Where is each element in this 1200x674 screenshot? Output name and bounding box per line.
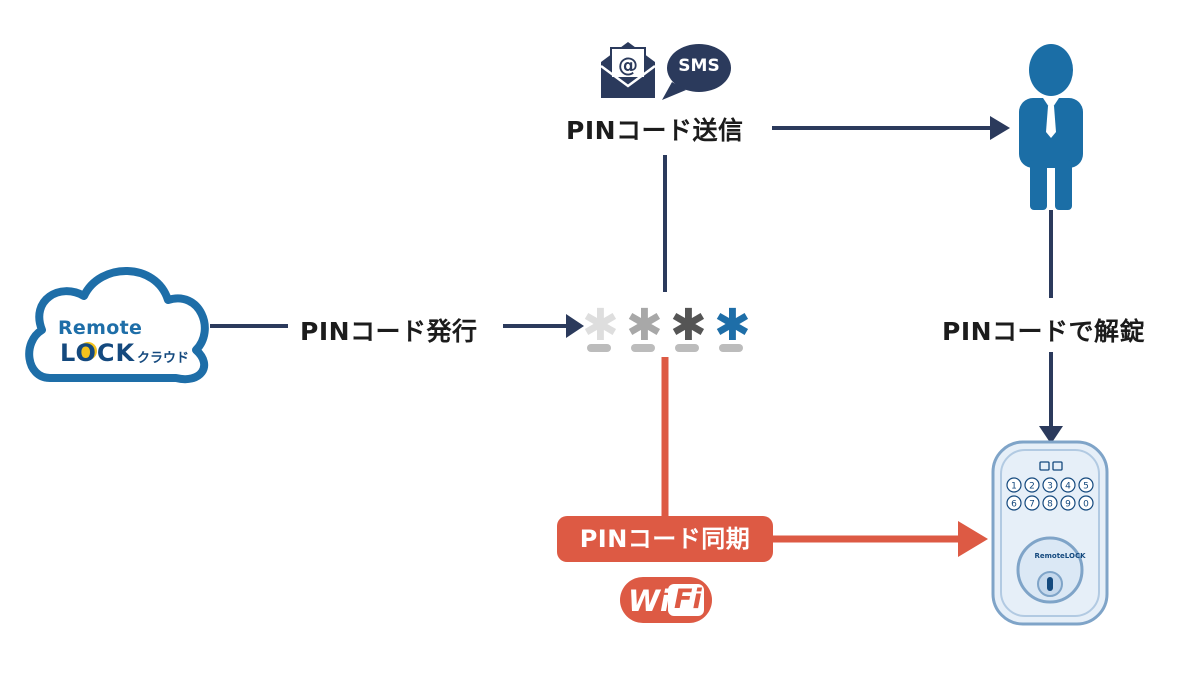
keypad-key-label: 2 (1029, 482, 1035, 492)
pin-unlock-label: PINコードで解錠 (942, 317, 1146, 346)
asterisk-icon: ✱ (714, 300, 751, 351)
keypad-key-label: 7 (1029, 500, 1035, 510)
envelope-at-icon: @ (600, 42, 656, 98)
issue-arrowhead (566, 314, 584, 338)
pin-issue-label: PINコード発行 (300, 317, 478, 346)
pin-dash (719, 344, 743, 352)
keypad-key-label: 4 (1065, 482, 1071, 492)
cloud-brand-remote: Remote (58, 317, 143, 339)
cloud-label: クラウド (137, 351, 190, 366)
sms-text: SMS (678, 56, 720, 76)
keypad-key-label: 9 (1065, 500, 1071, 510)
pin-code-icon: ✱ ✱ ✱ ✱ (582, 300, 751, 352)
pin-send-label: PINコード送信 (566, 116, 744, 145)
keypad-key (1078, 495, 1094, 511)
lock-brand-text: RemoteLOCK (1034, 552, 1086, 560)
pin-dash (631, 344, 655, 352)
connectors (210, 116, 1063, 557)
lock-status-icons (1039, 461, 1063, 471)
wifi-text-wi: Wi (628, 584, 670, 618)
cloud-icon (25, 267, 209, 384)
wifi-badge-icon (620, 577, 712, 623)
pin-dash (587, 344, 611, 352)
keypad-key (1042, 477, 1058, 493)
keypad-key-label: 6 (1011, 500, 1017, 510)
keypad-key (1078, 477, 1094, 493)
keypad-key (1024, 477, 1040, 493)
lock-cylinder (1016, 536, 1084, 604)
pin-dash (675, 344, 699, 352)
lock-logo-o (79, 342, 97, 360)
keypad-key (1060, 477, 1076, 493)
keypad-key (1042, 495, 1058, 511)
asterisk-icon: ✱ (670, 300, 707, 351)
asterisk-icon: ✱ (626, 300, 663, 351)
sms-bubble-icon (662, 44, 731, 100)
sync-arrowhead (958, 521, 988, 557)
cloud-brand-lock: LOCK (60, 339, 136, 367)
wifi-text-fi: Fi (674, 584, 702, 615)
keypad-keys: 1 2 3 4 5 6 7 8 9 0 (1006, 477, 1094, 511)
keypad-lock-icon: 1 2 3 4 5 6 7 8 9 0 (991, 440, 1109, 626)
keypad-key-label: 0 (1083, 500, 1089, 510)
keypad-key (1060, 495, 1076, 511)
keypad-key (1006, 495, 1022, 511)
svg-text:@: @ (618, 53, 638, 77)
asterisk-icon: ✱ (582, 300, 619, 351)
keypad-key (1006, 477, 1022, 493)
keypad-key-label: 5 (1083, 482, 1089, 492)
keypad-key-label: 8 (1047, 500, 1053, 510)
send-arrowhead (990, 116, 1010, 140)
keypad-key (1024, 495, 1040, 511)
person-icon (1019, 44, 1083, 210)
pin-sync-label: PINコード同期 (557, 516, 773, 562)
keypad-key-label: 1 (1011, 482, 1017, 492)
keypad-key-label: 3 (1047, 482, 1053, 492)
unlock-arrowhead (1039, 426, 1063, 444)
